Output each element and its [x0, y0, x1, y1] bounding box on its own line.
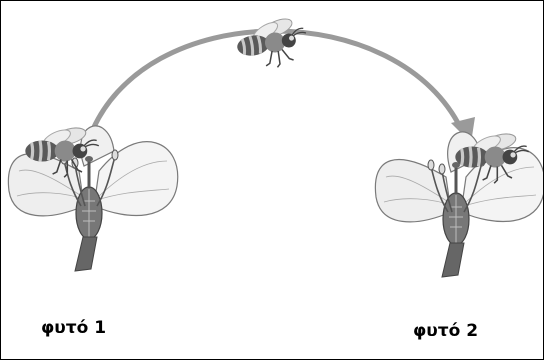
plant-2-label: φυτό 2 [413, 321, 478, 341]
bee-icon [234, 13, 310, 72]
plant-1-label: φυτό 1 [41, 318, 106, 338]
